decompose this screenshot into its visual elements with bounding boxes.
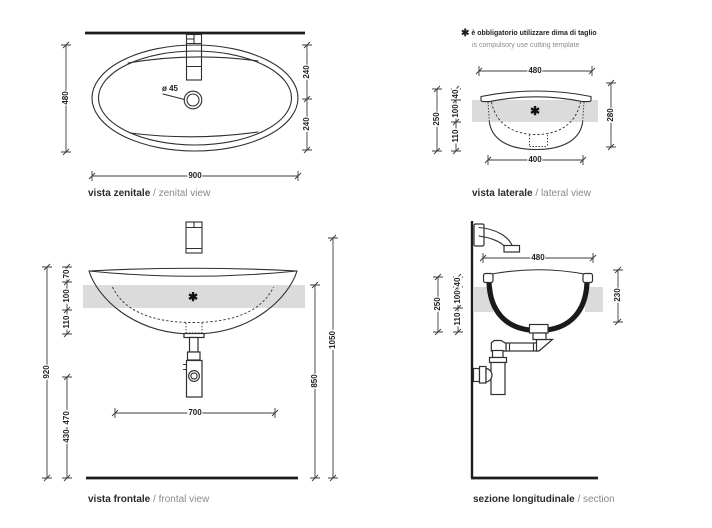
dim-label-900: 900 (187, 171, 203, 180)
dim-label-70: 70 (62, 268, 71, 280)
basin-contour-bottom (129, 131, 259, 138)
cutting-template-note: ✱è obbligatorio utilizzare dima di tagli… (461, 27, 597, 50)
dim-label-480: 480 (527, 66, 543, 75)
dim-label-40: 40 (453, 276, 462, 288)
rim-back-edge (488, 269, 588, 276)
view-section (433, 221, 623, 480)
caption-italian: vista zenitale (88, 188, 151, 199)
bowl-inner-dashed-curve (491, 101, 581, 135)
caption-english: / lateral view (535, 188, 591, 199)
countertop-block-right (585, 287, 603, 312)
caption-english: / zenital view (153, 188, 211, 199)
dim-label-400: 400 (527, 155, 543, 164)
countertop-band (83, 285, 305, 308)
dim-label-1050: 1050 (328, 330, 337, 350)
dim-label-280: 280 (606, 107, 615, 123)
rim-far-edge (88, 267, 298, 272)
caption-lateral-view: vista laterale / lateral view (472, 188, 591, 199)
dim-label-110: 110 (62, 314, 71, 330)
rim-block-right (582, 272, 594, 284)
dim-label-100: 100 (62, 288, 71, 304)
caption-english: / frontal view (153, 494, 210, 505)
drain-leader-line (162, 93, 186, 101)
dim-label-40: 40 (451, 88, 460, 100)
dim-label-850: 850 (310, 373, 319, 389)
dim-label-480: 480 (61, 90, 70, 106)
hidden-bowl-sides (487, 101, 585, 123)
view-frontal (42, 221, 338, 482)
dimension-1050-right (328, 234, 338, 482)
bowl-outer-curve (488, 121, 584, 151)
dim-label-250: 250 (432, 111, 441, 127)
dimension-240-240-right (302, 41, 312, 154)
bowl-wall-section (486, 282, 590, 334)
dim-label-240-bottom: 240 (302, 116, 311, 132)
note-line-italian: ✱è obbligatorio utilizzare dima di tagli… (461, 28, 597, 39)
countertop-band (472, 100, 598, 122)
hidden-drain-box (529, 135, 548, 147)
waste-piping (472, 323, 555, 396)
dim-label-700: 700 (187, 408, 203, 417)
basin-contour-top (127, 56, 259, 64)
drain-outer-circle (183, 90, 203, 110)
dim-label-110: 110 (451, 128, 460, 144)
dim-label-250: 250 (433, 296, 442, 312)
wall-spout (473, 223, 521, 253)
dim-label-240-top: 240 (302, 64, 311, 80)
dim-label-100: 100 (453, 289, 462, 305)
caption-frontal-view: vista frontale / frontal view (88, 494, 209, 505)
asterisk-icon: ✱ (461, 28, 470, 39)
dim-label-drain-diameter: ø 45 (161, 84, 179, 93)
cutout-asterisk-mark: ✱ (187, 290, 199, 304)
drain-trap-assembly (182, 332, 205, 398)
hidden-drain-box (185, 323, 203, 334)
view-zenital (61, 31, 312, 181)
basin-outer-ellipse (91, 44, 299, 152)
caption-italian: sezione longitudinale (473, 494, 575, 505)
caption-italian: vista frontale (88, 494, 151, 505)
drain-inner-circle (186, 93, 200, 107)
dim-label-430-470: 430- 470 (62, 410, 71, 444)
rim-near-edge (88, 270, 298, 277)
caption-zenital-view: vista zenitale / zenital view (88, 188, 210, 199)
dim-label-480: 480 (530, 253, 546, 262)
dim-label-110: 110 (453, 311, 462, 327)
dim-label-230: 230 (613, 287, 622, 303)
basin-inner-ellipse (97, 50, 293, 146)
dim-label-920: 920 (42, 364, 51, 380)
caption-italian: vista laterale (472, 188, 533, 199)
note-line-english: is compulsory use cutting template (472, 41, 580, 49)
caption-section-view: sezione longitudinale / section (473, 494, 615, 505)
basin-rim-profile (480, 90, 592, 103)
dim-label-100: 100 (451, 103, 460, 119)
caption-english: / section (577, 494, 615, 505)
bowl-inner-dashed-curve (112, 286, 274, 323)
rim-block-left (482, 272, 494, 284)
cutout-asterisk-mark: ✱ (529, 104, 541, 118)
faucet-front-view (185, 221, 203, 254)
